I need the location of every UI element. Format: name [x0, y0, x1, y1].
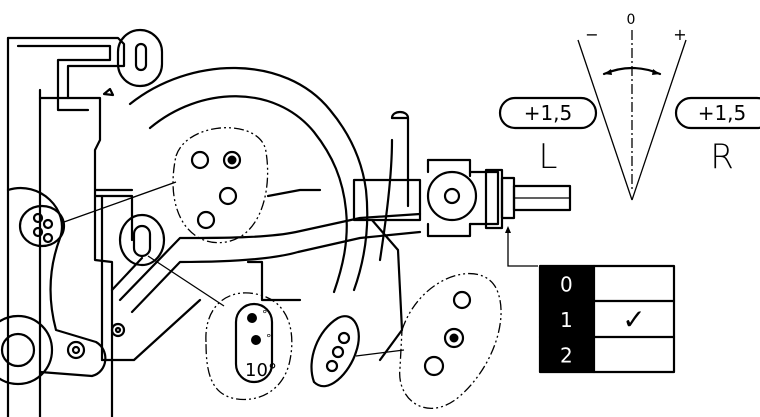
actuator-assembly	[352, 158, 572, 238]
right-letter: R	[710, 137, 734, 177]
table-row-mark: ✓	[622, 303, 645, 336]
angle-indicator: 0 − + +1,5 L +1,5 R	[498, 12, 760, 201]
table-row-index: 2	[560, 343, 573, 367]
angle-callout-label: 10°	[245, 360, 277, 381]
settings-table: 0 1 ✓ 2	[538, 264, 676, 374]
table-row-index: 0	[560, 273, 573, 297]
machine-frame	[6, 36, 126, 417]
bottom-link	[310, 315, 360, 388]
left-letter: L	[539, 137, 558, 177]
central-linkage	[94, 110, 422, 362]
right-value-box	[674, 96, 760, 130]
slot-adjuster	[118, 213, 166, 267]
left-value: +1,5	[524, 101, 573, 125]
angle-minus-label: −	[585, 25, 598, 44]
angle-plus-label: +	[673, 25, 686, 44]
svg-text:°: °	[266, 332, 272, 345]
angle-zero-label: 0	[627, 12, 636, 28]
detail-callout-upper	[63, 127, 269, 244]
table-leader	[505, 226, 538, 267]
svg-text:°: °	[262, 308, 268, 321]
detail-callout-angle: ° ° 10°	[147, 255, 293, 401]
top-slot	[102, 28, 164, 97]
left-value-box	[498, 96, 598, 130]
table-row-index: 1	[560, 308, 573, 332]
right-value: +1,5	[698, 101, 747, 125]
detail-callout-lower	[355, 272, 502, 409]
left-link	[0, 187, 126, 386]
